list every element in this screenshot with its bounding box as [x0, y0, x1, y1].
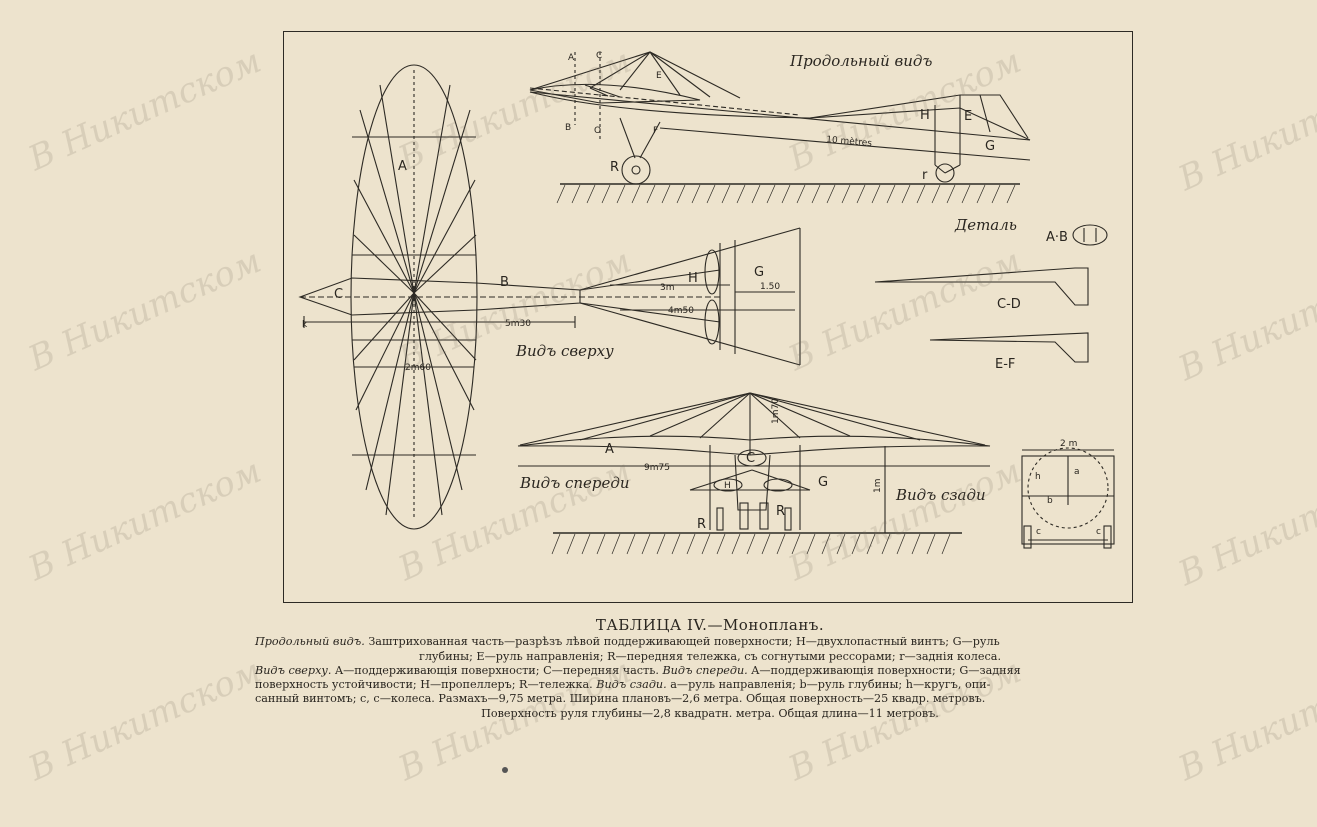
top-dimension-4m50: 4m50 — [668, 306, 694, 316]
rear-view — [1021, 447, 1115, 549]
detail-section-ab: A·B — [1046, 230, 1068, 245]
side-label-h: H — [920, 108, 930, 123]
top-label-a: A — [398, 159, 407, 174]
side-label-c: C — [596, 51, 602, 61]
side-label-rear-wheel: r — [922, 168, 928, 183]
section-ef-label: E-F — [995, 357, 1015, 372]
front-label-a: A — [605, 442, 614, 457]
side-dimension-length: 10 mètres — [826, 134, 873, 149]
rear-label-a: a — [1074, 467, 1080, 477]
rear-label-b: b — [1047, 496, 1053, 506]
side-view-title: Продольный видъ — [789, 52, 932, 70]
front-label-g: G — [818, 475, 828, 490]
top-label-h: H — [688, 271, 698, 286]
top-label-b: B — [500, 275, 509, 290]
top-dimension-1m50: 1.50 — [760, 282, 780, 292]
top-dimension-5m30: 5m30 — [505, 319, 531, 329]
top-view-title: Видъ сверху — [515, 342, 614, 360]
front-label-h: H — [724, 481, 731, 491]
detail-title: Деталь — [954, 216, 1017, 234]
front-view-title: Видъ спереди — [519, 474, 630, 492]
side-label-o: O — [594, 126, 601, 136]
top-dimension-3m: 3m — [660, 283, 675, 293]
side-label-e: E — [656, 71, 662, 81]
rear-dimension-height: 1m — [873, 479, 883, 494]
front-dimension-span: 9m75 — [644, 463, 670, 473]
side-label-a: A — [568, 53, 575, 63]
detail-sections — [874, 224, 1108, 363]
side-label-f: F — [653, 126, 658, 136]
caption-line-4: поверхность устойчивости; H—пропеллеръ; … — [255, 678, 991, 692]
plate-caption: ТАБЛИЦА IV.—Монопланъ. Продольный видъ. … — [255, 616, 1165, 721]
caption-line-3: Видъ сверху. A—поддерживающія поверхност… — [255, 663, 1021, 677]
rear-label-c-right: c — [1096, 527, 1101, 537]
side-label-e2: E — [964, 109, 972, 124]
caption-title: ТАБЛИЦА IV.—Монопланъ. — [595, 616, 825, 634]
rear-label-h: h — [1035, 472, 1041, 482]
front-label-r-left: R — [697, 517, 706, 532]
caption-line-2: глубины; E—руль направленія; R—передняя … — [418, 649, 1002, 663]
section-cd-label: C-D — [997, 297, 1021, 312]
caption-line-5: санный винтомъ; c, c—колеса. Размахъ—9,7… — [255, 692, 986, 706]
front-dimension-height: 1m70 — [771, 398, 781, 424]
top-label-g: G — [754, 265, 764, 280]
caption-line-6: Поверхность руля глубины—2,8 квадратн. м… — [481, 706, 939, 720]
front-label-c: C — [746, 451, 755, 466]
front-label-r-right: R — [776, 504, 785, 519]
caption-line-1: Продольный видъ. Заштрихованная часть—ра… — [255, 635, 1000, 649]
top-view — [298, 64, 801, 530]
top-label-k: k — [302, 320, 308, 330]
side-label-b: B — [565, 123, 571, 133]
ink-dot — [502, 767, 508, 773]
side-label-r: R — [610, 160, 619, 175]
top-dimension-2m60: 2m60 — [405, 363, 431, 373]
plate-frame — [283, 31, 1133, 603]
rear-view-title: Видъ сзади — [895, 486, 986, 504]
front-view — [517, 392, 991, 534]
side-view — [529, 51, 1031, 185]
rear-label-c-left: c — [1036, 527, 1041, 537]
top-label-c: C — [334, 287, 343, 302]
side-label-g: G — [985, 139, 995, 154]
rear-dimension-width: 2 m — [1060, 439, 1077, 449]
